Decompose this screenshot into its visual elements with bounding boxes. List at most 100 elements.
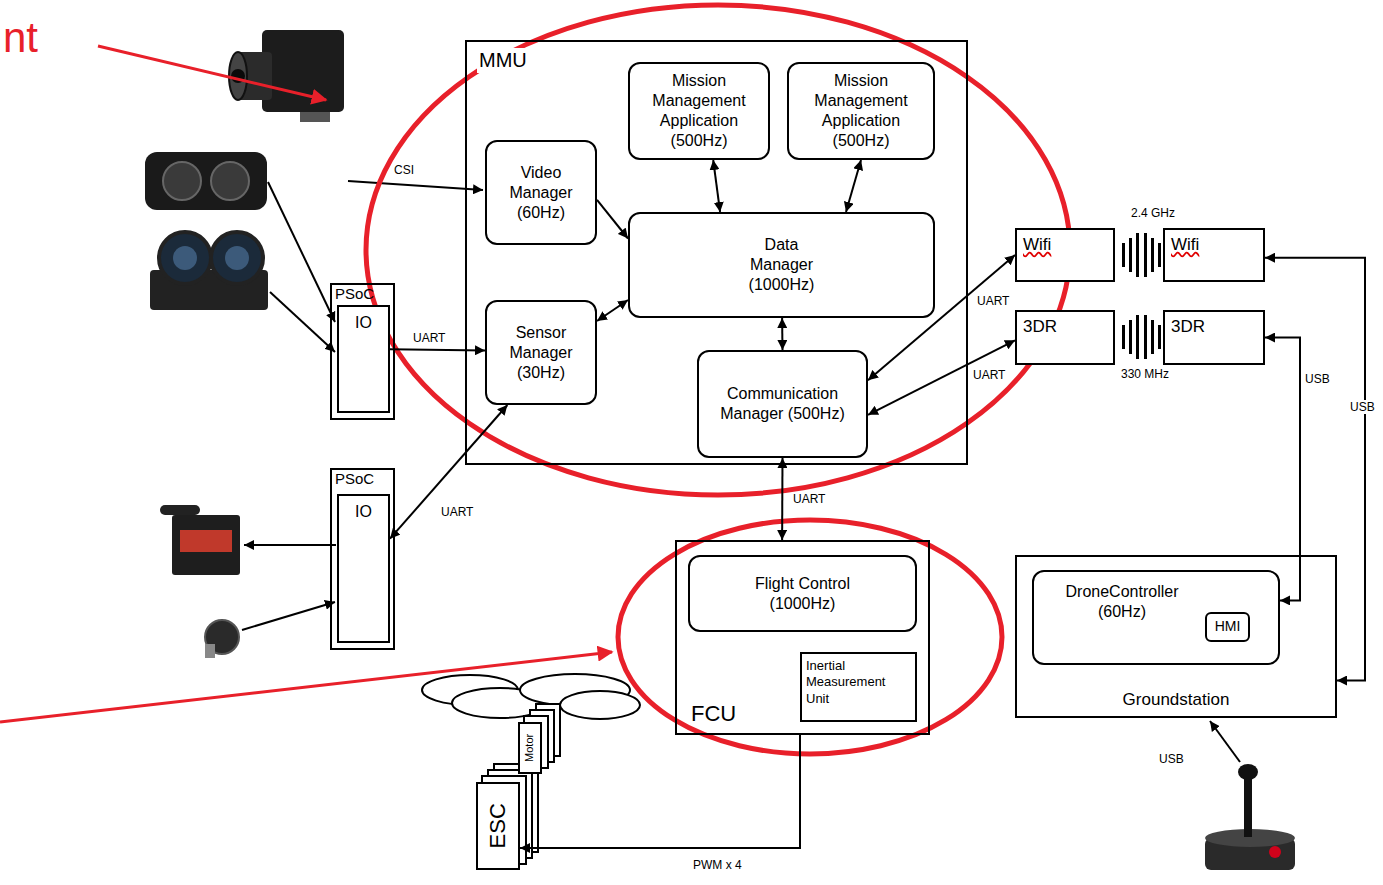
propeller [560,691,640,719]
node-text: Motor [523,734,537,762]
station-title: Groundstation [1123,689,1230,710]
connector [597,200,628,239]
hmi-box: HMI [1205,612,1250,642]
unit-title: MMU [477,48,529,73]
unit-container: FCU Flight Control (1000Hz) Inertial Measu… [675,540,930,735]
wireless-bar [1122,243,1125,267]
joystick-stick [1244,775,1252,837]
edge-label: UART [976,294,1010,308]
signal-label: CSI [393,163,415,178]
wireless-bar [1144,233,1147,277]
wireless-bar [1151,238,1154,272]
callout-text: nt [2,12,39,65]
connector [520,735,800,848]
csi-wire [348,181,483,190]
connector [868,340,1015,415]
node-text: Mission Management Application (500Hz) [639,71,759,151]
board-title: PSoC [335,470,374,489]
manager-box: Sensor Manager (30Hz) [485,300,597,405]
signal-label: USB [1158,752,1185,767]
node-text: Wifi [1023,234,1051,255]
io-block: IO [337,305,390,413]
sensor-wire [268,182,335,322]
connector [390,349,485,350]
highlight-ellipse [366,5,1070,495]
application-box: Mission Management Application (500Hz) [628,62,770,160]
joystick-knob [1238,764,1258,780]
encoder-wire [242,602,335,630]
wireless-bar [1136,233,1139,277]
wireless-bar [1158,325,1161,349]
servo-horn [160,505,200,515]
manager-box: Data Manager (1000Hz) [628,212,935,318]
lidar-lens-glass [225,246,249,270]
node-text: Sensor Manager (30Hz) [499,323,583,383]
edge-label: USB [1304,372,1331,386]
psoc-board: PSoC IO [330,283,395,420]
edge-label: UART [440,505,474,519]
usb-wire [1210,721,1240,762]
servo-wire [244,544,336,546]
node-text: IO [355,313,372,333]
radio-module: 3DR [1163,310,1265,365]
unit-container: MMU Mission Management Application (500Hz… [465,40,968,465]
connector [781,318,783,350]
motor-box: Motor [518,722,542,774]
encoder-shaft [205,644,215,658]
node-text: Communication Manager (500Hz) [718,384,848,424]
edge-label: UART [412,331,446,345]
connector [1265,258,1365,681]
lidar-lens [159,232,211,284]
connector [597,300,628,321]
node-text: 3DR [1171,316,1205,337]
wireless-bar [1129,320,1132,354]
board-title: PSoC [335,285,374,304]
node-text: DroneController (60Hz) [1052,582,1192,622]
node-text: HMI [1215,618,1241,636]
manager-box: Video Manager (60Hz) [485,140,597,245]
frequency-label: 2.4 GHz [1130,206,1176,221]
connector [390,405,507,539]
sensor-wire [270,292,335,352]
edge-label: UART [792,492,826,506]
node-text: Wifi [1171,234,1199,255]
connector [713,160,720,212]
esc-box: ESC [476,782,520,870]
io-block: IO [337,494,390,643]
node-text: Flight Control (1000Hz) [743,574,863,614]
node-text: Inertial Measurement Unit [806,658,906,707]
wireless-bar [1129,238,1132,272]
node-text: Video Manager (60Hz) [499,163,583,223]
camera-connector [300,112,330,122]
node-text: Mission Management Application (500Hz) [801,71,921,151]
highlight-ellipse [618,520,1002,754]
radio-module: Wifi [1163,228,1265,282]
radio-module: Wifi [1015,228,1115,282]
manager-box: Communication Manager (500Hz) [697,350,868,458]
frequency-label: 330 MHz [1120,367,1170,382]
application-box: DroneController (60Hz) HMI [1032,570,1280,665]
range-sensor-body [145,152,267,210]
edge-label: USB [1349,400,1376,414]
wireless-bar [1158,243,1161,267]
radio-module: 3DR [1015,310,1115,365]
wireless-bar [1144,315,1147,359]
edge-label: UART [972,368,1006,382]
servo-sticker [180,530,232,552]
node-text: 3DR [1023,316,1057,337]
lidar-lens [211,232,263,284]
control-box: Flight Control (1000Hz) [688,555,917,632]
node-text: ESC [484,803,512,848]
lidar-lens-glass [173,246,197,270]
joystick-button [1269,846,1281,858]
application-box: Mission Management Application (500Hz) [787,62,935,160]
wireless-bar [1151,320,1154,354]
range-sensor-lens [163,162,201,200]
wireless-bar [1122,325,1125,349]
connector [781,458,783,540]
camera-lens [229,52,247,100]
range-sensor-lens [211,162,249,200]
unit-title: FCU [691,700,736,728]
servo-body [172,515,240,575]
